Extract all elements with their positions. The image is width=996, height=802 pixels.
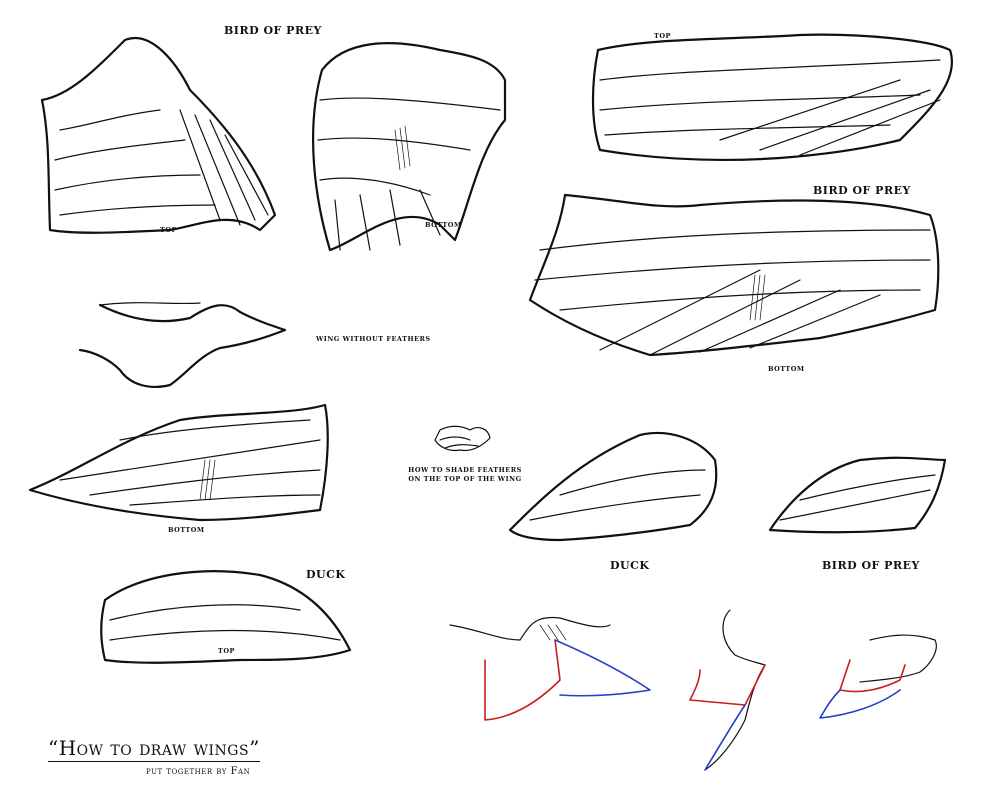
label-top-1: TOP: [160, 226, 177, 234]
label-bird-of-prey-2: BIRD OF PREY: [813, 184, 911, 197]
page-title: “How to draw wings”: [48, 736, 260, 762]
label-bottom-1: BOTTOM: [425, 221, 462, 229]
label-shade-note: HOW TO SHADE FEATHERS ON THE TOP OF THE …: [408, 466, 522, 483]
label-duck-1: DUCK: [306, 568, 346, 581]
wing-bird-of-prey-folded: [768, 456, 947, 534]
label-duck-2: DUCK: [610, 559, 650, 572]
wing-duck-top: [100, 570, 352, 664]
label-top-2: TOP: [654, 32, 671, 40]
wing-without-feathers: [78, 302, 287, 388]
wing-bottom-spread: [28, 403, 329, 522]
skeleton-diagram-1: [449, 616, 651, 721]
label-bottom-3: BOTTOM: [168, 526, 205, 534]
wing-bird-of-prey-bottom: [312, 42, 507, 252]
wing-bird-of-prey-top: [40, 37, 277, 234]
label-top-3: TOP: [218, 647, 235, 655]
skeleton-diagram-2: [689, 609, 766, 771]
wing-top-spread: [591, 33, 953, 162]
label-bird-of-prey-3: BIRD OF PREY: [822, 559, 920, 572]
wing-duck-folded: [508, 431, 718, 542]
page-credit: put together by Fan: [146, 766, 251, 777]
label-wing-without-feathers: WING WITHOUT FEATHERS: [316, 335, 431, 343]
shading-sample: [434, 425, 491, 452]
wing-bird-of-prey-spread: [528, 193, 940, 357]
skeleton-diagram-3: [819, 634, 937, 719]
label-bottom-2: BOTTOM: [768, 365, 805, 373]
label-bird-of-prey-1: BIRD OF PREY: [224, 24, 322, 37]
